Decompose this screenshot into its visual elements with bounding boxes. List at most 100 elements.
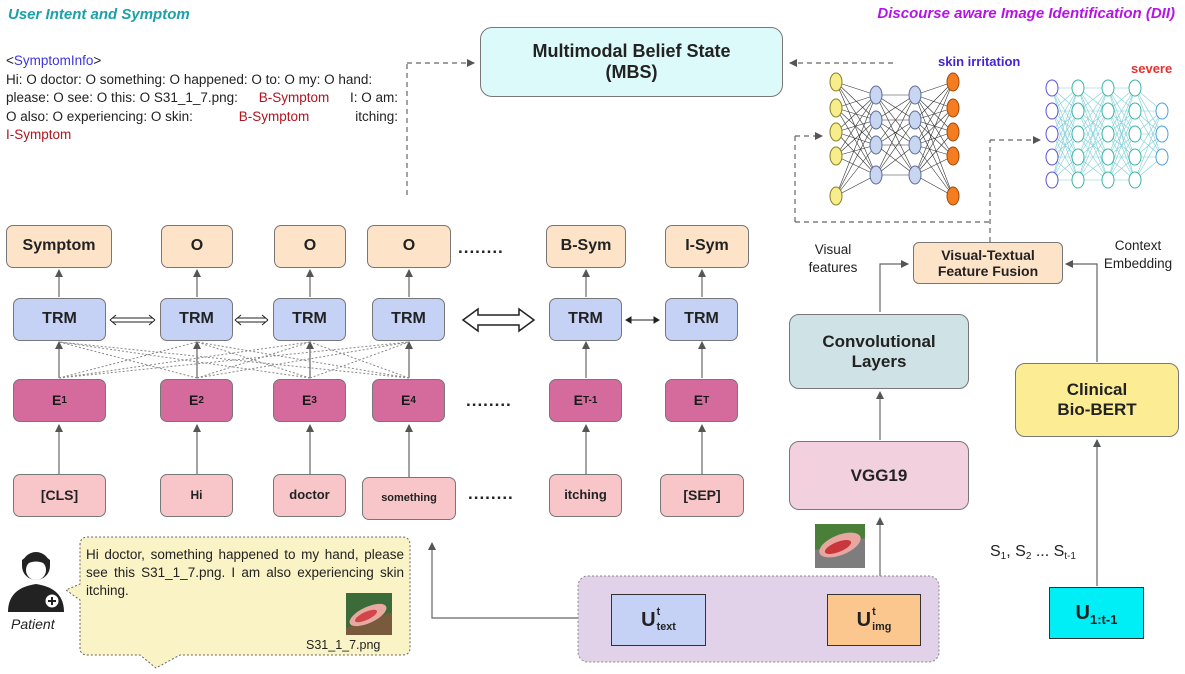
trm-2: TRM bbox=[160, 298, 233, 341]
network-node bbox=[1071, 79, 1085, 97]
e-base: E bbox=[52, 392, 62, 409]
network-node bbox=[1045, 102, 1059, 120]
skin-irritation-label: skin irritation bbox=[938, 54, 1021, 69]
trm-4: TRM bbox=[372, 298, 445, 341]
right-header: Discourse aware Image Identification (DI… bbox=[877, 5, 1175, 22]
e-base: E bbox=[693, 392, 704, 409]
s1: S bbox=[990, 543, 1001, 560]
conv-line1: Convolutional bbox=[822, 331, 936, 351]
vf-line2: features bbox=[808, 260, 858, 275]
network-node bbox=[946, 146, 960, 166]
sep1: , bbox=[1006, 543, 1011, 560]
i-symptom-tag: I-Symptom bbox=[6, 127, 72, 142]
skin-image-bubble bbox=[346, 593, 392, 635]
line3b-text: itching: bbox=[355, 108, 398, 124]
output-o-3: O bbox=[367, 225, 451, 268]
cross-attention-lines bbox=[58, 341, 410, 379]
mbs-line2: (MBS) bbox=[605, 62, 658, 82]
u-sub: img bbox=[872, 621, 892, 633]
network-node bbox=[1101, 125, 1115, 143]
mbs-box: Multimodal Belief State (MBS) bbox=[480, 27, 783, 97]
network-node bbox=[1045, 125, 1059, 143]
output-b-sym: B-Sym bbox=[546, 225, 626, 268]
s2-sub: 2 bbox=[1025, 551, 1032, 562]
symptom-info-block: <SymptomInfo> Hi: O doctor: O something:… bbox=[6, 52, 398, 145]
trm-6: TRM bbox=[665, 298, 738, 341]
token-cls: [CLS] bbox=[13, 474, 106, 517]
network-node bbox=[1128, 148, 1142, 166]
network-node bbox=[829, 98, 843, 118]
trm-3: TRM bbox=[273, 298, 346, 341]
st-sub: t-1 bbox=[1064, 551, 1076, 562]
network-node bbox=[1071, 125, 1085, 143]
s1-sub: 1 bbox=[1000, 551, 1007, 562]
trm-5: TRM bbox=[549, 298, 622, 341]
s2: S bbox=[1015, 543, 1026, 560]
network-node bbox=[829, 186, 843, 206]
network-node bbox=[869, 110, 883, 130]
fusion-line1: Visual-Textual bbox=[941, 246, 1035, 263]
network-node bbox=[908, 85, 922, 105]
network-node bbox=[829, 146, 843, 166]
network-node bbox=[1101, 102, 1115, 120]
token-sep: [SEP] bbox=[660, 474, 744, 517]
line3a-text: O also: O experiencing: O skin: bbox=[6, 108, 193, 124]
mbs-input-dashed bbox=[406, 59, 1041, 242]
symptom-info-title: <SymptomInfo> bbox=[6, 52, 398, 71]
output-ellipsis: ........ bbox=[458, 238, 504, 257]
token-doctor: doctor bbox=[273, 474, 346, 517]
st: S bbox=[1053, 543, 1065, 560]
ce-line2: Embedding bbox=[1103, 256, 1173, 271]
network-node bbox=[829, 122, 843, 142]
network-node bbox=[1071, 148, 1085, 166]
network-node bbox=[1045, 79, 1059, 97]
line1-text: Hi: O doctor: O something: O happened: O… bbox=[6, 71, 373, 87]
e-sub: 3 bbox=[311, 394, 317, 406]
speech-bubble bbox=[64, 536, 411, 669]
patient-image-filename: S31_1_7.png bbox=[306, 638, 381, 652]
e-base: E bbox=[401, 392, 411, 409]
tag-close: > bbox=[93, 53, 102, 68]
network-node bbox=[908, 110, 922, 130]
symptom-info-line2: please: O see: O this: O S31_1_7.png:B-S… bbox=[6, 89, 398, 108]
long-range-double-arrow bbox=[461, 307, 536, 333]
u-sup: t bbox=[656, 606, 661, 618]
network-node bbox=[1155, 102, 1169, 120]
network-node bbox=[1071, 171, 1085, 189]
embedding-trm-arrows bbox=[55, 341, 706, 378]
output-symptom: Symptom bbox=[6, 225, 112, 268]
uh-sub: 1:t-1 bbox=[1090, 611, 1118, 627]
token-ellipsis: ........ bbox=[468, 484, 514, 503]
u-base: U bbox=[856, 608, 872, 631]
output-o-2: O bbox=[274, 225, 346, 268]
uh-base: U bbox=[1075, 601, 1090, 624]
severe-label: severe bbox=[1131, 61, 1173, 76]
network-node bbox=[1101, 148, 1115, 166]
token-hi: Hi bbox=[160, 474, 233, 517]
mbs-line1: Multimodal Belief State bbox=[532, 41, 731, 62]
patient-avatar-icon bbox=[8, 552, 64, 612]
patient-utterance: Hi doctor, something happened to my hand… bbox=[86, 547, 404, 598]
network-node bbox=[1155, 125, 1169, 143]
vf-line1: Visual bbox=[814, 242, 852, 257]
network-node bbox=[1128, 125, 1142, 143]
e-base: E bbox=[573, 392, 583, 409]
trm-link-arrows bbox=[109, 314, 660, 326]
visual-features-label: Visual features bbox=[801, 241, 865, 277]
symptom-info-line1: Hi: O doctor: O something: O happened: O… bbox=[6, 71, 398, 90]
b-symptom-tag-2: B-Symptom bbox=[238, 108, 310, 124]
network-node bbox=[1101, 79, 1115, 97]
neural-network-left-icon bbox=[829, 72, 960, 206]
tag-open: < bbox=[6, 53, 14, 68]
history-sequence: S1, S2 ... St-1 bbox=[990, 543, 1076, 562]
pipeline-arrows bbox=[428, 260, 1101, 619]
fusion-line2: Feature Fusion bbox=[937, 263, 1039, 279]
